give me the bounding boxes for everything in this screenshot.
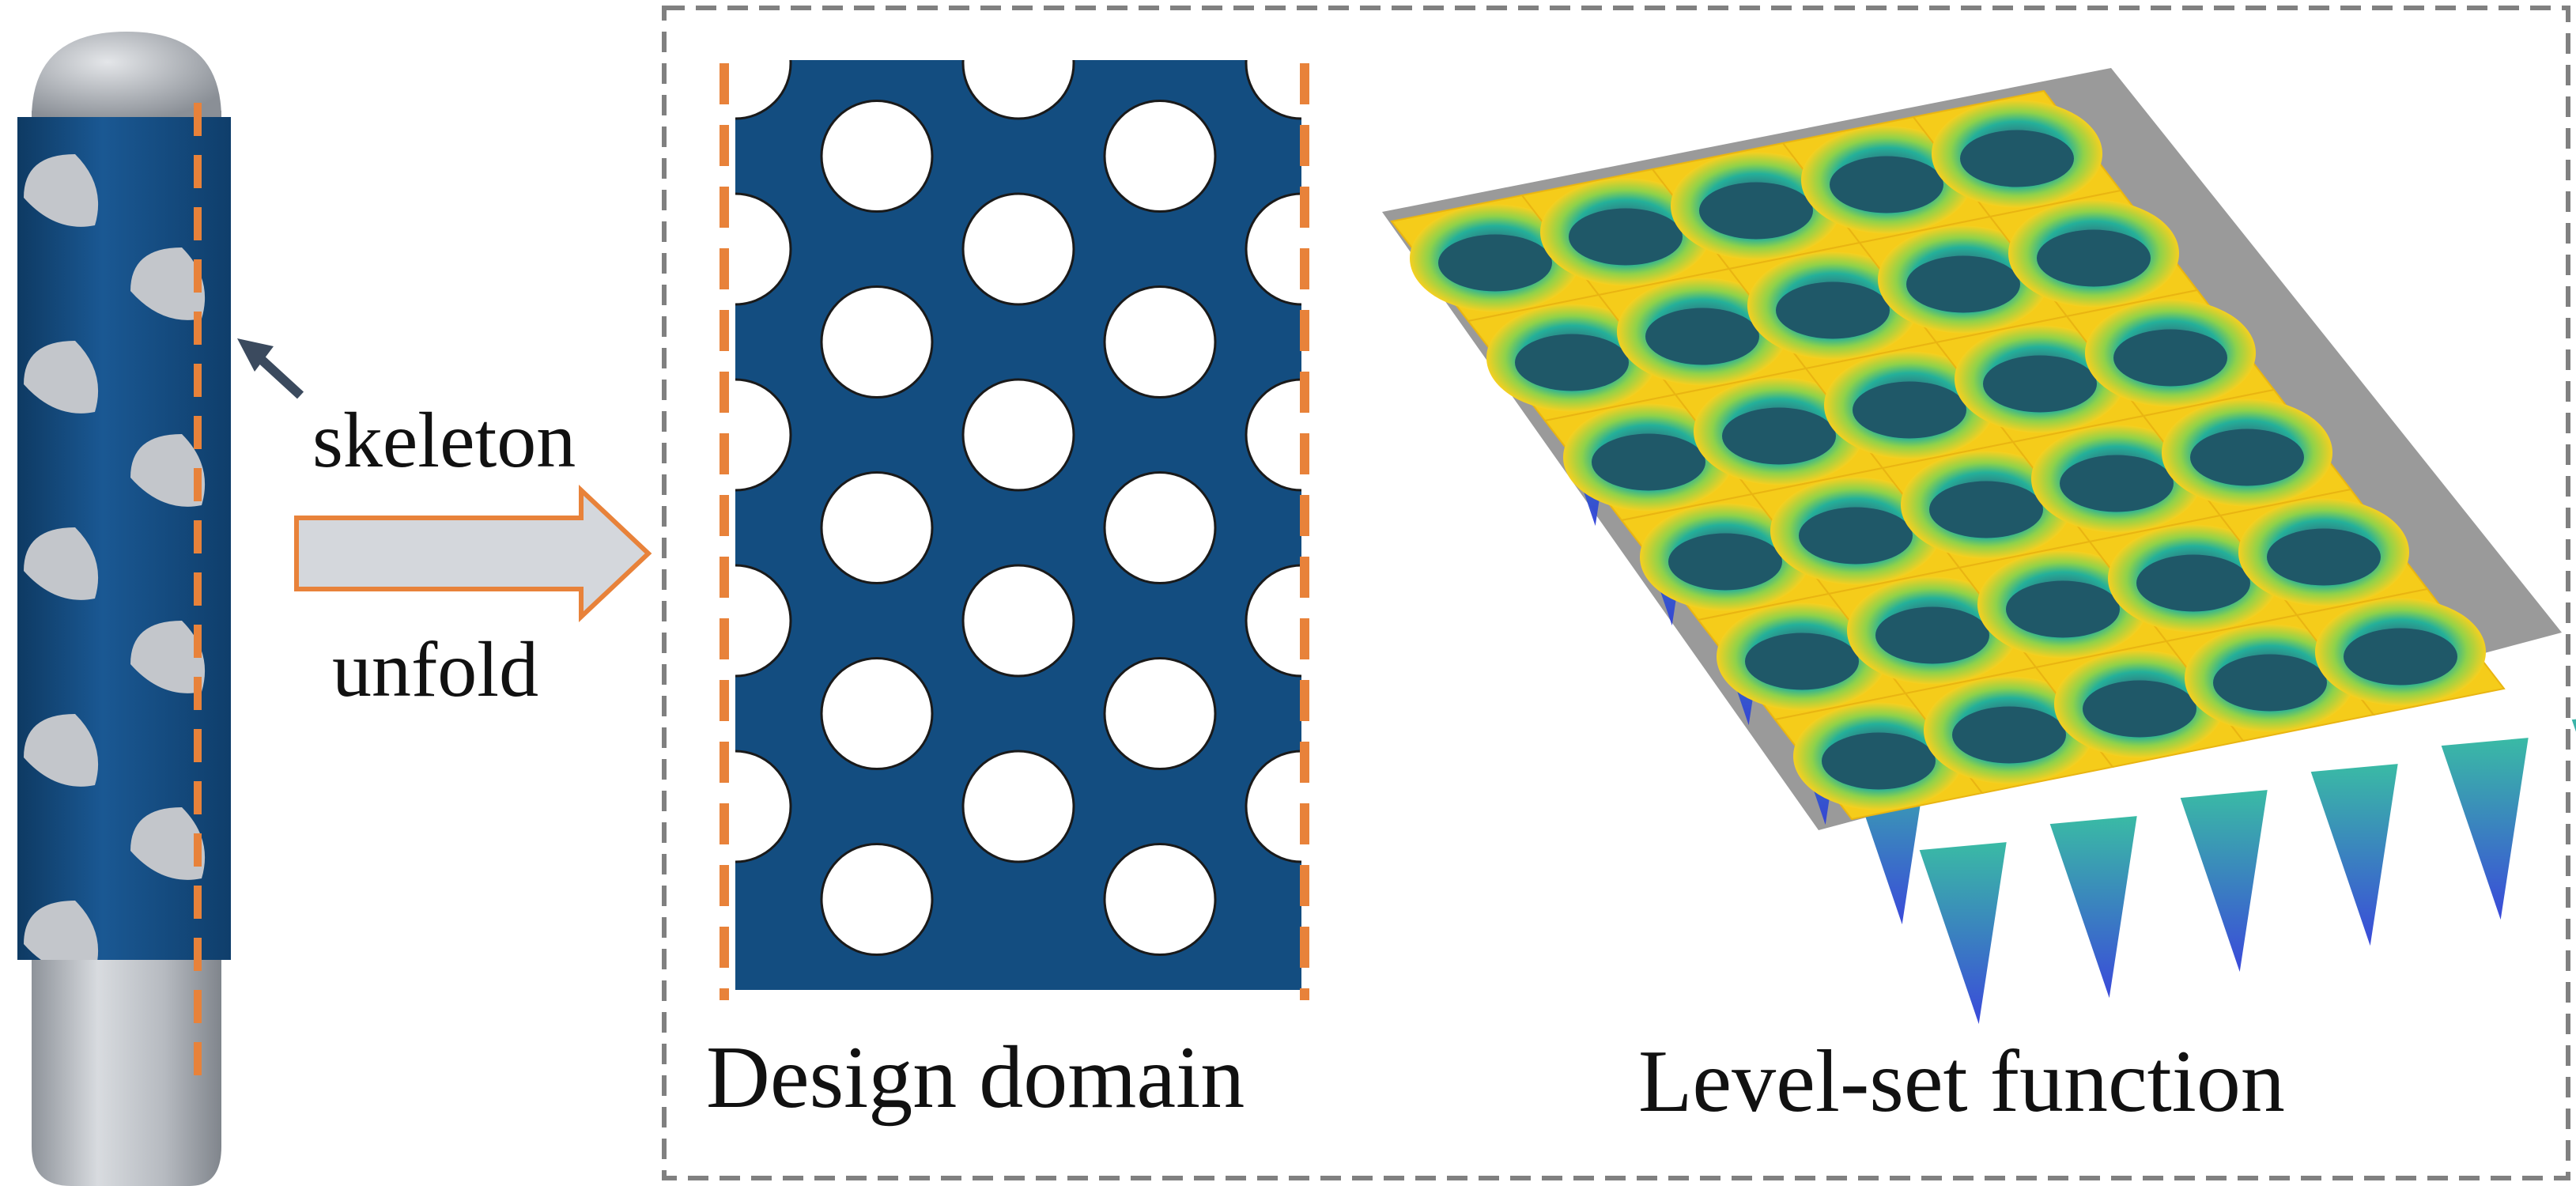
surface-bowl [1929,481,2043,538]
surface-bowl [1875,606,1989,664]
sleeve-hole [24,901,99,960]
surface-bowl [2267,528,2381,586]
surface-bowl [1906,255,2020,313]
surface-bowl [1830,156,1943,213]
surface-bowl [2060,455,2174,512]
surface-bowl [2190,429,2304,486]
design-domain-label: Design domain [706,1029,1245,1127]
surface-bowl [1645,308,1759,365]
arrow-pointer-icon-head [237,338,274,372]
domain-hole [1245,60,1301,120]
domain-hole [961,192,1075,306]
surface-bowl [1960,130,2074,187]
surface-bowl [1569,208,1683,266]
surface-spike [2441,738,2529,920]
domain-hole [961,564,1075,678]
design-domain [720,60,1309,1000]
sleeve-hole [24,154,99,227]
surface-bowl [1668,533,1782,591]
surface-tiles [1390,89,2506,821]
domain-hole [1245,192,1301,306]
level-set-surface [1382,68,2576,1025]
sleeve-hole [130,434,206,507]
domain-hole [820,843,934,956]
sleeve-hole [24,527,99,600]
domain-hole [1245,564,1301,678]
right-arrow-icon [294,485,652,622]
surface-bowl [1822,732,1936,790]
domain-hole [735,564,792,678]
surface-bowl [1853,381,1966,439]
sleeve-hole [24,714,99,787]
domain-hole [1103,657,1217,770]
surface-bowl [1515,334,1629,391]
surface-bowl [1438,234,1552,292]
domain-hole [961,750,1075,863]
rod-with-skeleton [17,32,304,1186]
surface-spike [2310,764,2398,946]
sleeve-hole [24,341,99,414]
surface-bowl [2113,329,2227,387]
surface-bowl [2136,554,2250,612]
surface-spike [2180,790,2268,973]
surface-bowl [1699,182,1813,240]
domain-hole [1103,471,1217,584]
domain-hole [820,285,934,398]
domain-hole [1103,285,1217,398]
surface-bowl [1745,633,1859,690]
surface-spike [2571,719,2576,732]
sleeve-holes [24,154,206,960]
domain-hole [1245,378,1301,492]
sleeve-hole [130,807,206,880]
domain-hole [820,471,934,584]
domain-hole [820,100,934,213]
domain-holes [735,60,1301,956]
surface-bowl [1952,706,2066,764]
surface-bowl [1722,407,1836,465]
surface-bowl [2006,580,2120,638]
surface-spike [1919,842,2007,1025]
rod-cap [32,32,221,119]
domain-hole [1245,750,1301,863]
sleeve-hole [130,621,206,693]
domain-hole [735,60,792,120]
surface-bowl [1983,355,2097,413]
sleeve-hole [130,247,206,320]
surface-bowl [2037,229,2151,287]
domain-hole [735,750,792,863]
domain-hole [961,60,1075,120]
domain-hole [1103,843,1217,956]
domain-hole [735,192,792,306]
domain-hole [735,378,792,492]
surface-bowl [2083,680,2196,738]
surface-bowl [1799,507,1913,565]
domain-hole [961,378,1075,492]
surface-bowl [2213,654,2327,712]
surface-bowl [1776,281,1890,339]
dashed-frame [662,6,2570,1180]
domain-hole [1103,100,1217,213]
domain-hole [820,657,934,770]
surface-spike [2049,816,2137,999]
unfold-label: unfold [332,625,538,713]
surface-bowl [2344,628,2457,686]
surface-bowl [1592,433,1705,491]
skeleton-label: skeleton [312,396,576,484]
level-set-label: Level-set function [1638,1033,2285,1131]
